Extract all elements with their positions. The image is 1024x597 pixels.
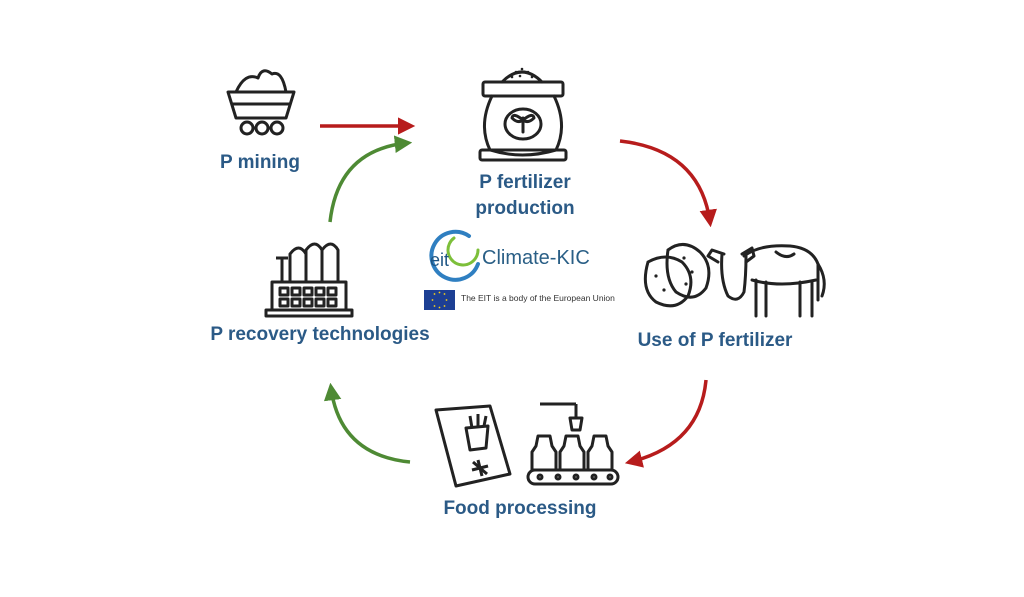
arrow-fertilizer-to-use <box>619 139 717 228</box>
eu-flag-icon <box>424 290 455 310</box>
cow-icon <box>706 244 826 318</box>
factory-icon <box>264 242 354 318</box>
arrow-food-to-recovery <box>323 382 411 464</box>
node-label-p-recovery-technologies: P recovery technologies <box>210 324 430 345</box>
fertilizer-bag-icon <box>478 70 568 162</box>
climate-kic-wordmark: Climate-KIC <box>482 247 590 269</box>
arrow-use-to-food <box>624 379 708 468</box>
fertilizer-granules <box>510 67 534 79</box>
frozen-fries-bag-icon <box>434 404 512 488</box>
eu-body-note: The EIT is a body of the European Union <box>461 293 615 303</box>
node-label-line: P fertilizer <box>479 172 571 193</box>
bottling-line-icon <box>526 402 620 486</box>
eit-wordmark: eit <box>430 250 449 270</box>
arrow-recovery-to-fertilizer <box>328 135 413 223</box>
node-label-food-processing: Food processing <box>443 498 597 519</box>
node-label-line: production <box>475 198 575 219</box>
node-label-use-of-p-fertilizer: Use of P fertilizer <box>637 330 793 351</box>
potato-eyes <box>654 256 694 292</box>
eit-logo-mark: eit <box>429 229 480 282</box>
node-label-p-fertilizer-production: P fertilizer production <box>430 170 620 222</box>
potatoes-icon <box>643 243 711 308</box>
node-label-p-mining: P mining <box>220 152 300 173</box>
mine-cart-icon <box>226 69 296 136</box>
